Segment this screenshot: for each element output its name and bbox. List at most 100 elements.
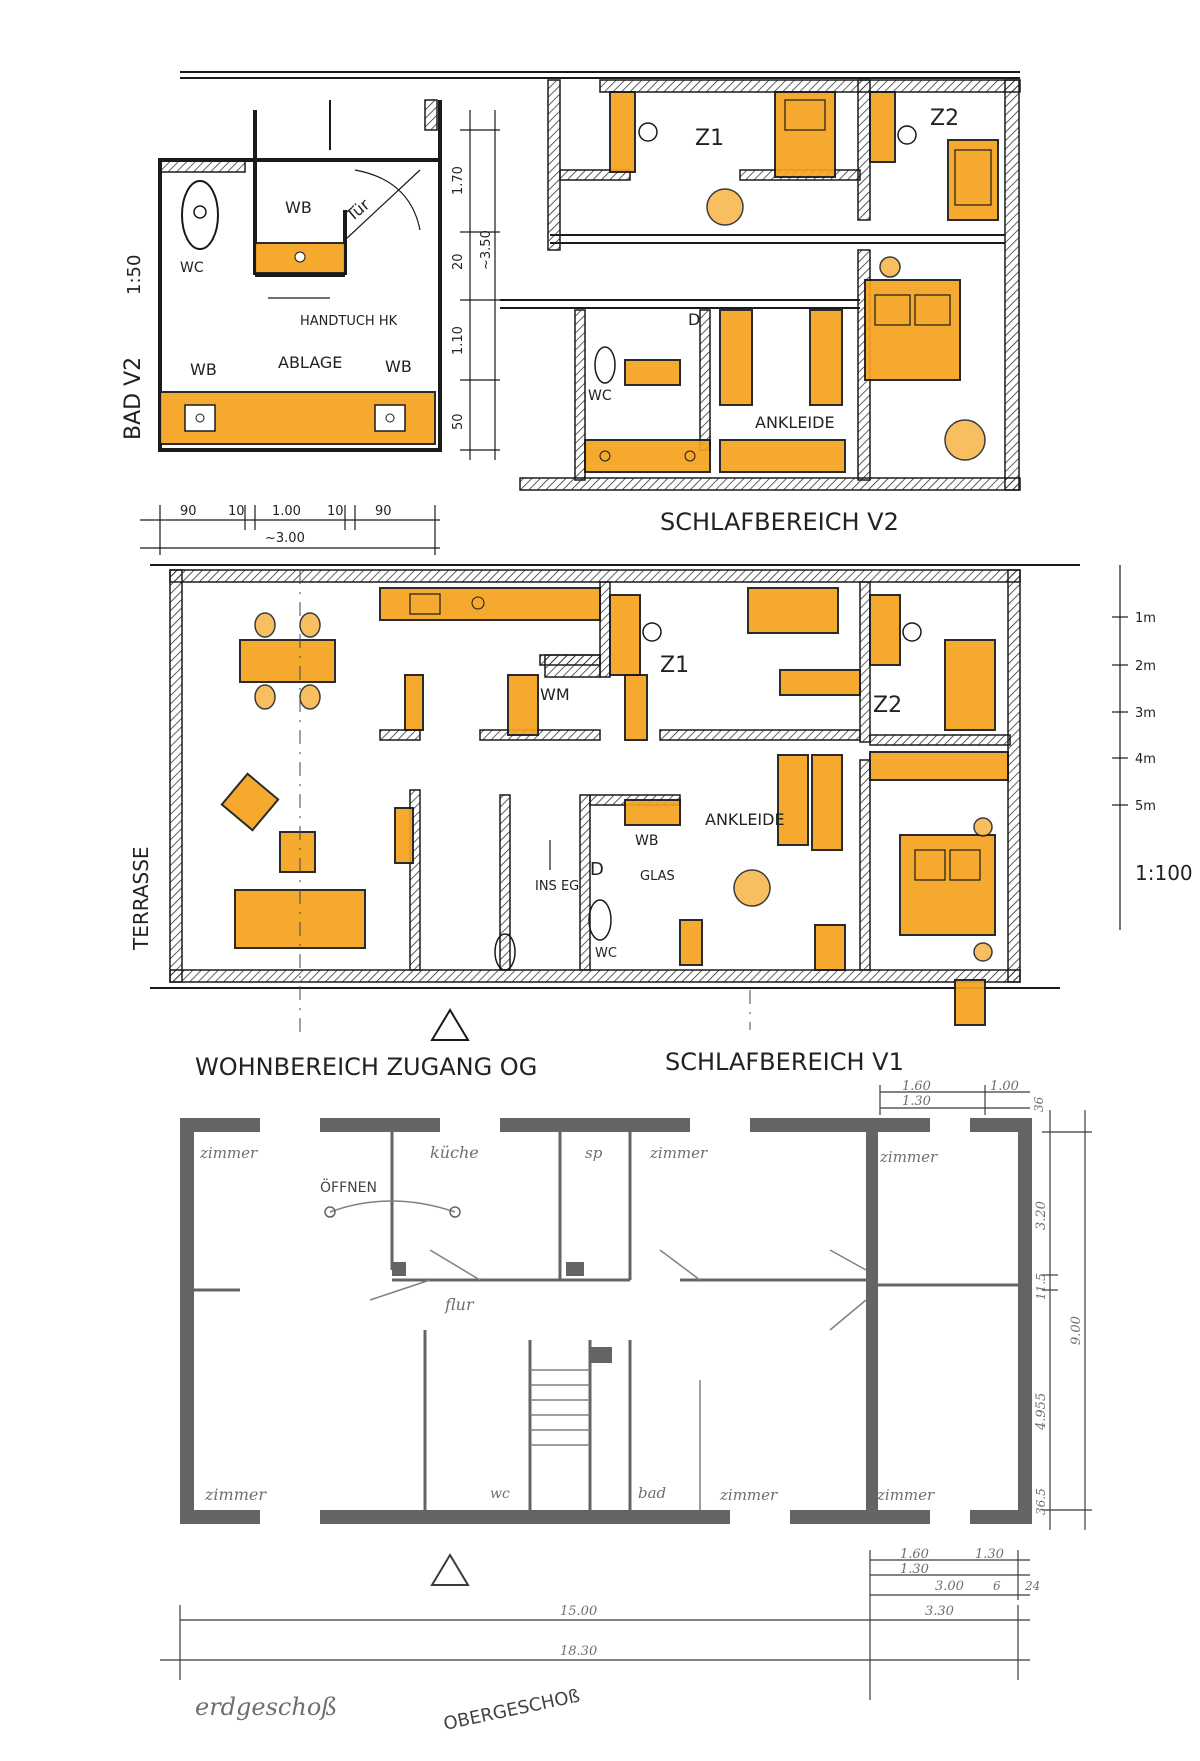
print-dim-bot-4: 3.00 <box>935 1579 964 1594</box>
print-wall-divider <box>866 1132 878 1510</box>
print-room-zimmer-tl: zimmer <box>199 1144 258 1162</box>
print-dim-bot-7: 3.30 <box>925 1604 954 1619</box>
print-dim-bot-8: 15.00 <box>560 1604 597 1619</box>
z1-top-bed <box>774 91 836 178</box>
mid-round-chair <box>733 869 771 907</box>
bath-dim-h-3: 1.00 <box>272 504 301 519</box>
top-armchair <box>944 419 986 461</box>
bath-wb-right-label: WB <box>385 357 412 376</box>
bath-dim-v-1: 1.70 <box>451 166 466 195</box>
z1-top-chair <box>706 188 744 226</box>
top-z2-label: Z2 <box>930 106 959 131</box>
print-dim-top-3: 1.30 <box>902 1094 931 1109</box>
mid-z1-cabinet <box>624 674 648 741</box>
entry-marker-icon <box>430 1008 470 1041</box>
mid-z2-desk <box>869 751 1009 781</box>
print-dim-top-1: 1.60 <box>902 1079 931 1094</box>
top-plan: WC WB Tür HANDTUCH HK WB ABLAGE WB BAD V… <box>121 71 1021 555</box>
mid-wall-north <box>169 569 1021 583</box>
open-wall-arc <box>329 1200 456 1213</box>
print-floor-label: erdgeschoß <box>195 1693 337 1721</box>
mid-glass-label: GLAS <box>640 869 675 884</box>
print-room-zimmer-bl: zimmer <box>204 1485 267 1504</box>
mid-z1-label: Z1 <box>660 653 689 678</box>
living-shelf <box>404 674 424 731</box>
bath-shelf-label: ABLAGE <box>278 353 342 372</box>
mid-wb-basin <box>624 799 681 826</box>
mid-z1-bed <box>747 587 839 634</box>
print-dim-bot-3: 1.30 <box>900 1562 929 1577</box>
bath-scale: 1:50 <box>124 255 145 295</box>
bath-dim-v-5: 50 <box>451 413 466 430</box>
bath-dim-h-2: 10 <box>228 504 245 519</box>
bath-wb-small-label: WB <box>285 198 312 217</box>
print-dim-bot-1: 1.60 <box>900 1547 929 1562</box>
print-room-wc: wc <box>490 1486 510 1502</box>
stove-icon <box>409 593 441 615</box>
bath-vertical-dimensions: 1.70 20 ~3.50 1.10 50 <box>451 110 500 460</box>
mid-bath-cabinet <box>679 919 703 966</box>
top-shower-label: D <box>688 310 700 329</box>
print-wall-east <box>1018 1118 1032 1524</box>
print-dim-bot-6: 24 <box>1024 1579 1040 1593</box>
scale-ratio: 1:100 <box>1135 861 1193 885</box>
mid-wc-label: WC <box>595 946 617 961</box>
print-dim-bot-5: 6 <box>993 1579 1001 1593</box>
towel-radiator-label: HANDTUCH HK <box>300 314 398 329</box>
coffee-table <box>279 831 316 873</box>
stairs-down-label: INS EG <box>535 879 579 894</box>
middle-plan: WM Z1 Z2 ANKLEIDE WB D GLAS WC INS EG <box>129 564 1193 1081</box>
mid-wb-label: WB <box>635 833 658 849</box>
bath-title: BAD V2 <box>121 357 146 440</box>
print-room-sp: sp <box>585 1144 603 1162</box>
bath-dim-v-3: ~3.50 <box>479 230 494 270</box>
print-dim-right-1: 3.20 <box>1034 1201 1049 1230</box>
dressing-wardrobe-2 <box>809 309 843 406</box>
bath-wc-label: WC <box>180 260 204 276</box>
scale-tick-4: 4m <box>1135 752 1156 767</box>
mid-living-title: WOHNBEREICH ZUGANG OG <box>195 1053 537 1081</box>
bath-dim-h-1: 90 <box>180 504 197 519</box>
print-dim-top-4: 36 <box>1032 1096 1046 1112</box>
bath-horizontal-dimensions: 90 10 1.00 10 90 ~3.00 <box>140 504 440 555</box>
print-dims-top: 1.60 1.00 1.30 36 <box>879 1079 1046 1115</box>
top-dressing-label: ANKLEIDE <box>755 413 835 432</box>
print-dim-top-2: 1.00 <box>990 1079 1019 1094</box>
bath-dim-v-2: 20 <box>451 253 466 270</box>
living-armchair <box>220 772 280 832</box>
mid-dressing-wardrobe-2 <box>811 754 843 851</box>
print-dim-bot-9: 18.30 <box>560 1644 597 1659</box>
mid-z2-label: Z2 <box>873 693 902 718</box>
top-wall-north <box>599 79 1021 93</box>
bath-dim-v-4: 1.10 <box>451 326 466 355</box>
print-dim-right-4: 4.955 <box>1034 1393 1049 1431</box>
mid-wc-bowl-icon <box>588 899 612 941</box>
scale-tick-3: 3m <box>1135 706 1156 721</box>
top-wc-bowl-icon <box>594 346 616 384</box>
print-dim-right-5: 36.5 <box>1034 1488 1048 1515</box>
wc-bowl-icon <box>181 180 219 250</box>
top-wall-east <box>1004 79 1020 491</box>
z1-mid-wardrobe <box>609 594 641 676</box>
print-room-flur: flur <box>444 1295 475 1314</box>
mid-wall-west <box>169 569 183 983</box>
living-tv-cabinet <box>394 807 414 864</box>
z2-top-bed <box>947 139 999 221</box>
kitchen-counter <box>379 587 601 621</box>
z1-top-wardrobe <box>609 91 636 173</box>
print-dim-bot-2: 1.30 <box>975 1547 1004 1562</box>
print-open-note: ÖFFNEN <box>320 1178 377 1196</box>
print-floor-label-2: OBERGESCHOß <box>442 1685 582 1734</box>
bottom-plan: zimmer küche sp zimmer zimmer flur zimme… <box>160 1079 1092 1735</box>
basin-left-icon <box>184 404 216 432</box>
print-room-zimmer-tr: zimmer <box>879 1148 938 1166</box>
print-wall-west <box>180 1118 194 1524</box>
top-wall-south <box>519 477 1021 491</box>
mid-dressing-wardrobe <box>777 754 809 846</box>
mid-double-bed <box>899 834 996 936</box>
top-plan-title: SCHLAFBEREICH V2 <box>660 508 899 536</box>
print-stairs <box>530 1369 590 1446</box>
mid-dressing-label: ANKLEIDE <box>705 810 785 829</box>
print-room-zimmer-bm: zimmer <box>719 1486 778 1504</box>
print-dims-right: 3.20 11.5 9.00 4.955 36.5 <box>1034 1110 1092 1530</box>
